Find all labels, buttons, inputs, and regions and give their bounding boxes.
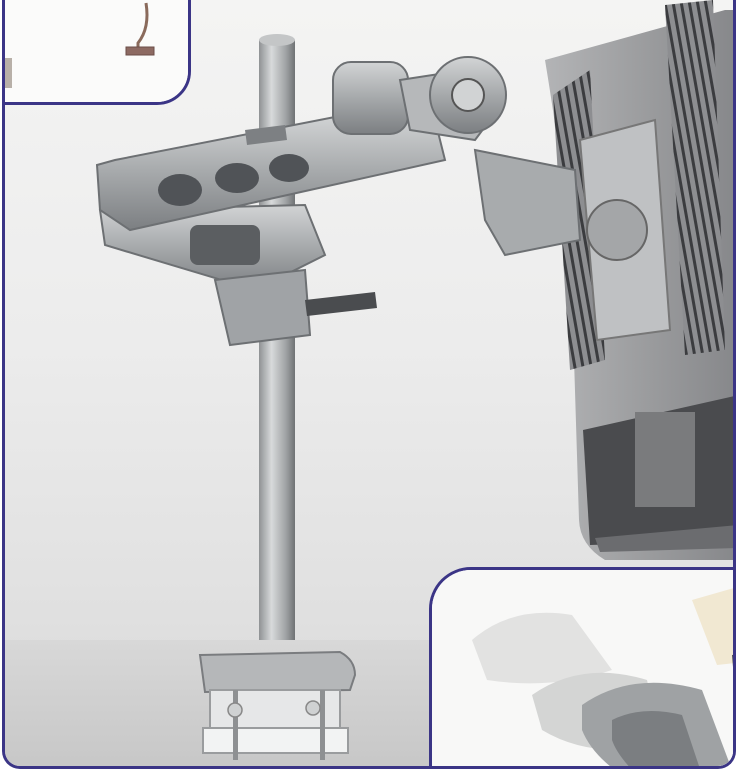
inset-bottom-right [429,567,733,766]
inset-top-left [5,0,191,105]
monitor-back [545,0,733,560]
tilt-head [429,56,582,257]
desk-clamp [198,650,357,760]
elbow-joint [332,61,409,135]
inset-bottom-right-image [432,570,733,766]
inset-top-left-image [5,0,188,102]
